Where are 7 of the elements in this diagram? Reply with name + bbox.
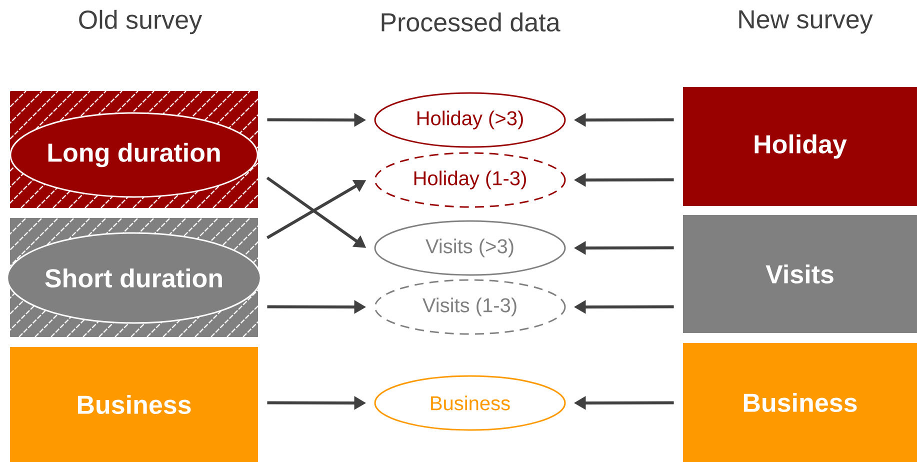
column-heading: Processed data <box>382 12 560 32</box>
category-box: Holiday <box>683 87 917 206</box>
column-heading: New survey <box>739 10 873 34</box>
category-box: Visits <box>683 215 917 333</box>
category-box: Business <box>683 343 917 462</box>
column-heading: Old survey <box>79 10 202 34</box>
category-box: Business <box>10 347 258 462</box>
